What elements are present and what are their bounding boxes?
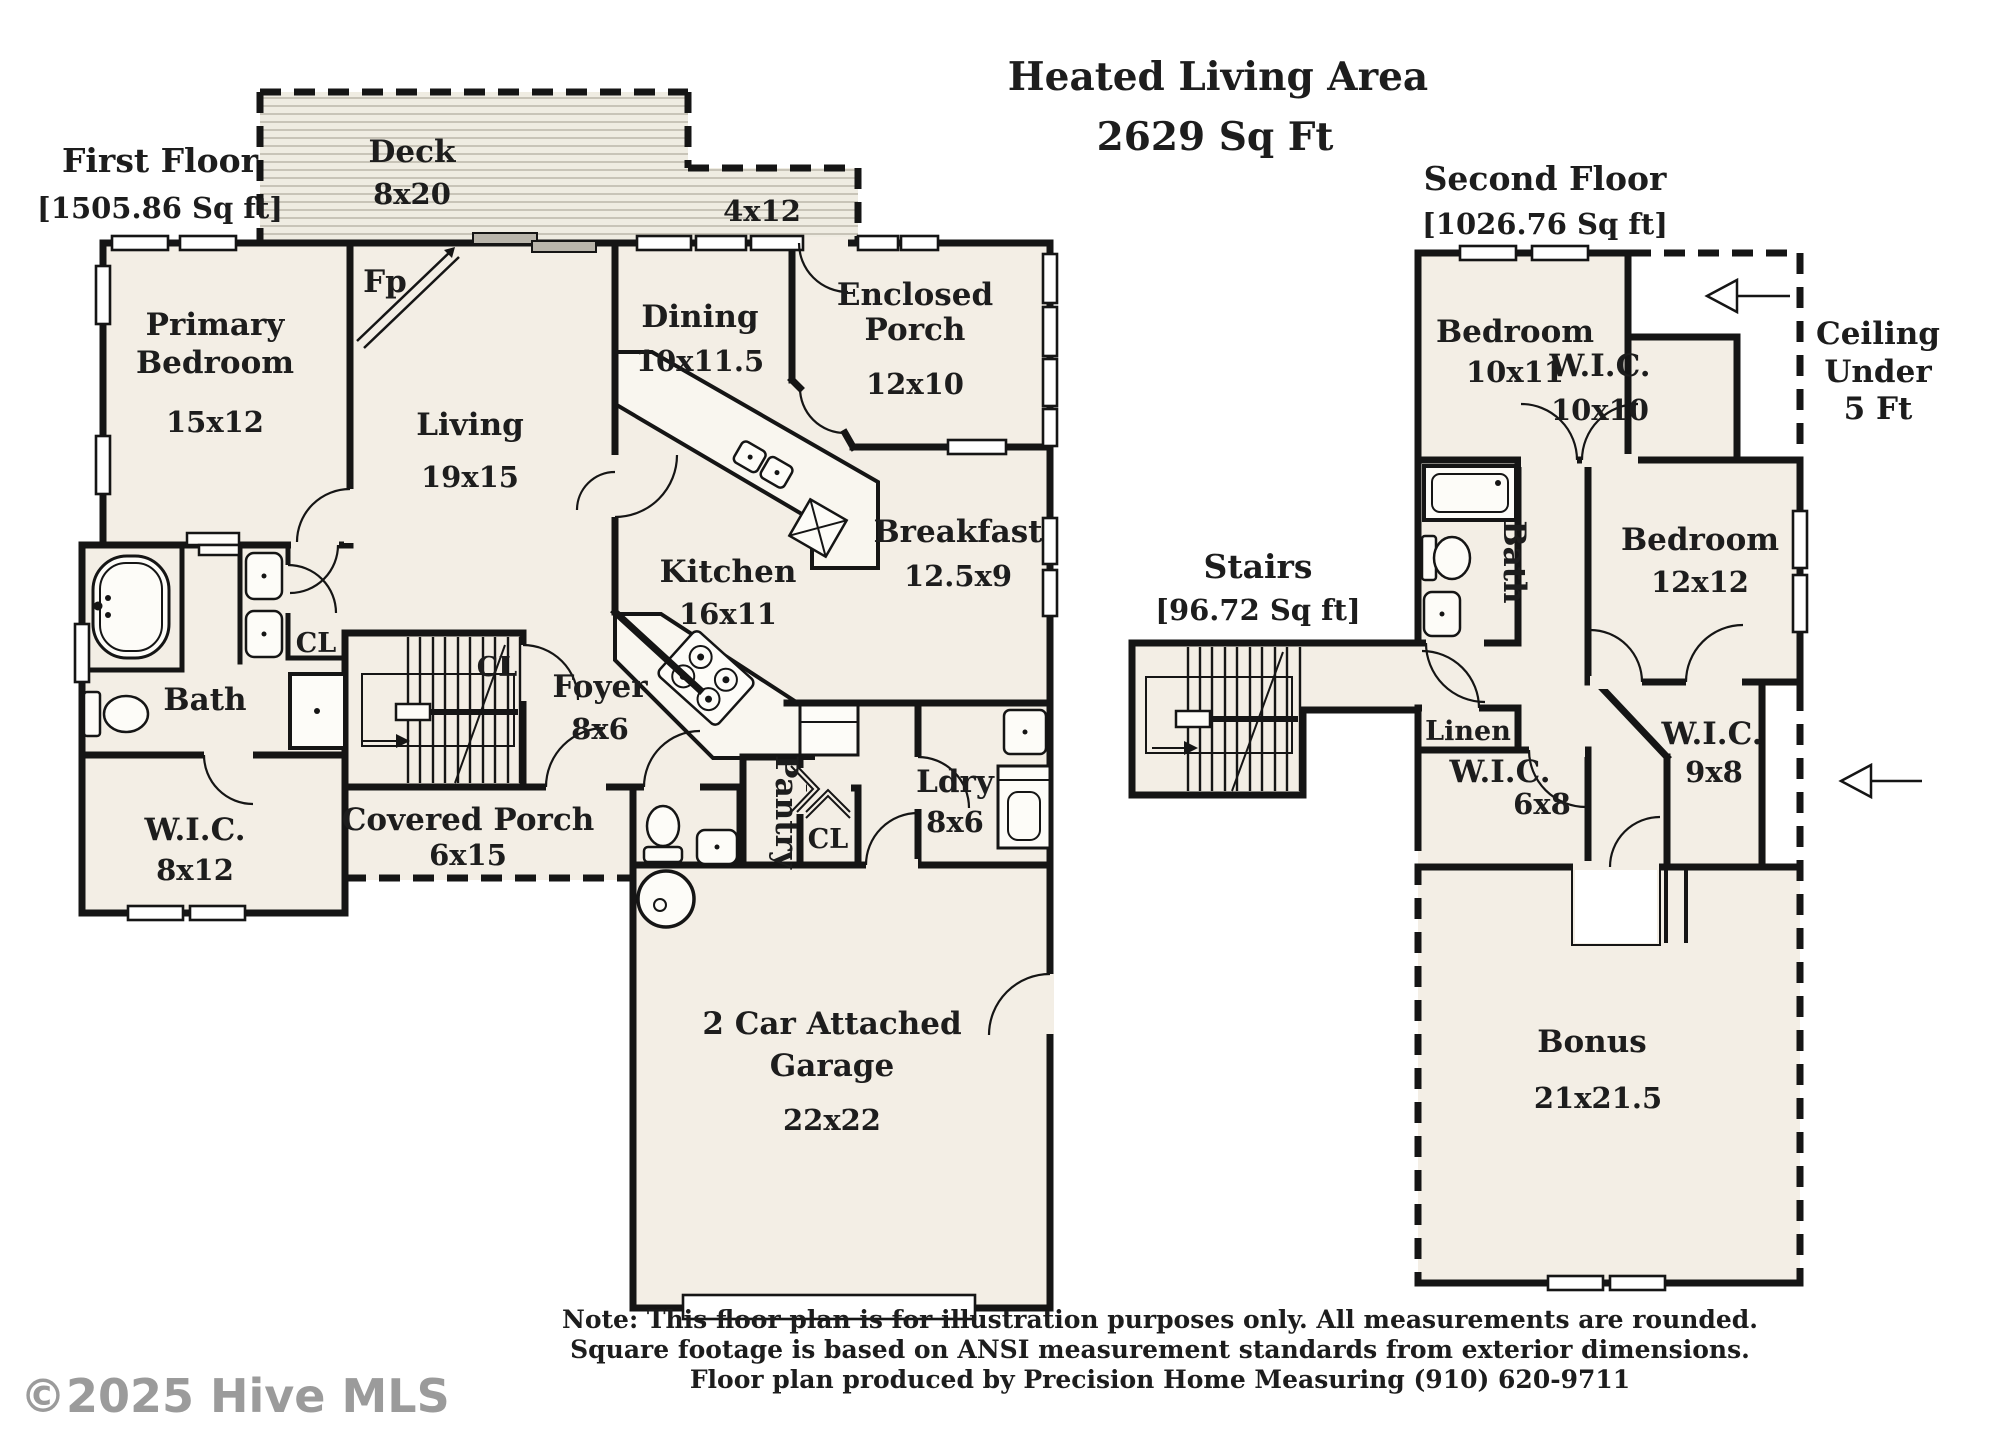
room-linen: Linen	[1425, 716, 1511, 747]
room-covered-porch: Covered Porch	[342, 802, 595, 838]
dishwasher-icon	[787, 497, 849, 559]
room-porch-dims: 12x10	[866, 367, 964, 401]
room-deck-dims: 8x20	[373, 177, 451, 211]
door-openings	[204, 237, 1742, 1034]
room-wic10: W.I.C.	[1549, 348, 1651, 384]
room-foyer-dims: 8x6	[571, 712, 629, 746]
room-wic1: W.I.C.	[144, 812, 246, 848]
fireplace-label: Fp	[363, 264, 407, 300]
room-garage-l1: 2 Car Attached	[702, 1006, 961, 1042]
fridge-icon	[798, 703, 860, 757]
room-porch-l2: Porch	[865, 312, 966, 348]
footnote-line1: Note: This floor plan is for illustratio…	[562, 1305, 1758, 1334]
first-floor-title: First Floor	[62, 141, 259, 180]
toilet-icon	[82, 690, 150, 738]
room-garage-l2: Garage	[770, 1048, 894, 1084]
room-bedroom1-dims: 10x11	[1466, 355, 1564, 389]
room-bedroom2: Bedroom	[1621, 522, 1779, 558]
room-pantry: Pantry	[768, 755, 804, 870]
toilet-icon-2f	[1420, 534, 1472, 582]
room-bedroom1: Bedroom	[1436, 314, 1594, 350]
room-wic9-dims: 9x8	[1685, 755, 1743, 789]
total-area: 2629 Sq Ft	[1097, 114, 1334, 160]
sliding-door-icon	[472, 232, 597, 253]
fireplace-icon	[356, 247, 460, 349]
closet-stairs-label: CL	[477, 652, 517, 683]
room-wic1-dims: 8x12	[156, 853, 234, 887]
shower-icon	[288, 672, 347, 750]
laundry-sink-icon	[1002, 708, 1048, 756]
washer-icon	[996, 764, 1052, 850]
room-ldry: Ldry	[916, 764, 995, 800]
room-wic9: W.I.C.	[1661, 716, 1763, 752]
room-dining: Dining	[641, 299, 758, 335]
room-porch-l1: Enclosed	[837, 277, 993, 313]
room-living: Living	[416, 407, 524, 443]
stairs-first-floor-icon	[361, 637, 522, 784]
first-floor-area: [1505.86 Sq ft]	[37, 191, 283, 225]
second-floor-title: Second Floor	[1424, 159, 1667, 198]
bifold-doors	[790, 765, 851, 819]
room-wic6: W.I.C.	[1449, 754, 1551, 790]
bonus-stairwell	[1571, 870, 1688, 946]
room-bedroom2-dims: 12x12	[1651, 565, 1749, 599]
room-ldry-dims: 8x6	[926, 805, 984, 839]
watermark: ©2025 Hive MLS	[20, 1369, 450, 1423]
shower-tub-icon-2f	[1422, 464, 1518, 522]
room-primary-dims: 15x12	[166, 405, 264, 439]
tub-icon	[91, 554, 171, 660]
stairs-second-floor-icon	[1145, 647, 1302, 792]
room-fills	[82, 243, 1800, 1308]
half-bath-sink-icon	[695, 828, 739, 866]
room-kitchen: Kitchen	[660, 554, 797, 590]
footnote-line3: Floor plan produced by Precision Home Me…	[690, 1365, 1630, 1394]
room-primary-l1: Primary	[146, 307, 286, 343]
low-ceiling-boundaries	[1414, 249, 1804, 1283]
stairs-title: Stairs	[1204, 547, 1313, 586]
room-deck: Deck	[369, 134, 457, 170]
room-living-dims: 19x15	[421, 460, 519, 494]
room-garage-dims: 22x22	[783, 1103, 881, 1137]
room-wic10-dims: 10x10	[1551, 393, 1649, 427]
stairs-area: [96.72 Sq ft]	[1155, 593, 1361, 627]
ceiling-note-l1: Ceiling	[1816, 316, 1940, 352]
room-bath2: Bath	[1496, 520, 1532, 603]
ceiling-note-l2: Under	[1824, 354, 1932, 390]
second-floor-area: [1026.76 Sq ft]	[1422, 207, 1668, 241]
closet-hall-label: CL	[808, 824, 848, 855]
kitchen-sink-icon	[732, 440, 794, 489]
footnote-line2: Square footage is based on ANSI measurem…	[570, 1335, 1750, 1364]
ceiling-note-l3: 5 Ft	[1844, 391, 1913, 427]
half-bath-toilet-icon	[642, 804, 684, 864]
kitchen-counter-icon	[613, 350, 880, 760]
room-wic6-dims: 6x8	[1513, 787, 1571, 821]
room-bath1: Bath	[163, 682, 246, 718]
room-bonus-dims: 21x21.5	[1534, 1081, 1662, 1115]
room-covered-porch-dims: 6x15	[429, 838, 507, 872]
windows	[73, 234, 1809, 1292]
room-foyer: Foyer	[552, 669, 648, 705]
room-breakfast: Breakfast	[873, 514, 1043, 550]
vanity-sinks-icon	[244, 551, 284, 659]
garage-door	[681, 1293, 977, 1321]
room-primary-l2: Bedroom	[136, 345, 294, 381]
ceiling-arrow-icons	[1704, 277, 1922, 800]
dresser-icon	[185, 531, 241, 557]
sink-icon-2f	[1422, 590, 1462, 638]
room-deck-ext-dims: 4x12	[723, 194, 801, 228]
room-bonus: Bonus	[1537, 1024, 1646, 1060]
room-dining-dims: 10x11.5	[636, 344, 764, 378]
water-heater-icon	[636, 869, 696, 929]
closet-bath-label: CL	[296, 628, 336, 659]
deck-area	[256, 88, 862, 243]
door-swings	[202, 242, 1744, 1036]
room-breakfast-dims: 12.5x9	[904, 559, 1012, 593]
room-kitchen-dims: 16x11	[679, 597, 777, 631]
page-title: Heated Living Area	[1008, 54, 1428, 100]
